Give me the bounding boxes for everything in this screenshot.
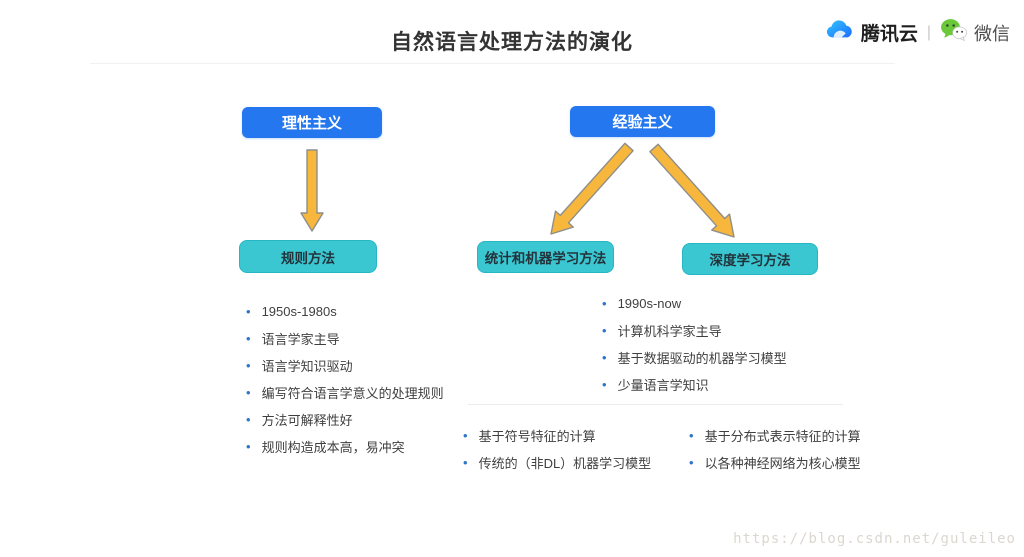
brand-separator: | <box>926 23 931 41</box>
empiricism-sublist-divider <box>468 404 843 405</box>
list-item: • 语言学家主导 <box>246 325 444 352</box>
wechat-icon <box>940 18 968 47</box>
list-item: • 语言学知识驱动 <box>246 352 444 379</box>
tencent-cloud-icon <box>823 18 855 47</box>
list-item-text: 1990s-now <box>617 296 682 311</box>
node-empiricism-label: 经验主义 <box>612 114 673 131</box>
bullet-icon: • <box>602 323 607 338</box>
bullet-icon: • <box>246 385 251 400</box>
bullet-icon: • <box>246 412 251 427</box>
bullet-icon: • <box>689 428 694 443</box>
watermark-url: https://blog.csdn.net/guleileo <box>733 531 1016 547</box>
list-item: • 1990s-now <box>602 290 787 317</box>
list-item: • 1950s-1980s <box>246 298 444 325</box>
list-item-text: 语言学家主导 <box>261 332 340 347</box>
list-item-text: 传统的（非DL）机器学习模型 <box>478 456 652 471</box>
list-item-text: 计算机科学家主导 <box>617 324 722 339</box>
list-item: • 以各种神经网络为核心模型 <box>689 449 861 476</box>
wechat-label: 微信 <box>974 23 1010 44</box>
bullet-icon: • <box>463 428 468 443</box>
list-item: • 规则构造成本高，易冲突 <box>246 433 444 460</box>
bullet-icon: • <box>246 304 251 319</box>
list-item-text: 少量语言学知识 <box>617 378 709 393</box>
list-item: • 基于数据驱动的机器学习模型 <box>602 344 787 371</box>
bullet-icon: • <box>246 331 251 346</box>
node-empiricism: 经验主义 <box>570 106 715 137</box>
node-rule-method-label: 规则方法 <box>281 250 335 266</box>
header-divider <box>90 63 895 64</box>
list-item-text: 方法可解释性好 <box>261 413 353 428</box>
bullet-icon: • <box>602 296 607 311</box>
list-item: • 方法可解释性好 <box>246 406 444 433</box>
list-item: • 传统的（非DL）机器学习模型 <box>463 449 651 476</box>
list-item-text: 基于符号特征的计算 <box>478 429 596 444</box>
list-item-text: 规则构造成本高，易冲突 <box>261 440 405 455</box>
statistical-ml-list: • 基于符号特征的计算 • 传统的（非DL）机器学习模型 <box>463 422 651 476</box>
list-item-text: 语言学知识驱动 <box>261 359 353 374</box>
list-item-text: 基于分布式表示特征的计算 <box>704 429 861 444</box>
node-rationalism-label: 理性主义 <box>281 115 342 132</box>
list-item: • 少量语言学知识 <box>602 371 787 398</box>
bullet-icon: • <box>463 455 468 470</box>
page-title: 自然语言处理方法的演化 <box>391 31 633 54</box>
list-item-text: 1950s-1980s <box>261 304 337 319</box>
list-item-text: 基于数据驱动的机器学习模型 <box>617 351 787 366</box>
rule-method-list: • 1950s-1980s • 语言学家主导 • 语言学知识驱动 • 编写符合语言学意义… <box>246 298 444 460</box>
bullet-icon: • <box>602 377 607 392</box>
bullet-icon: • <box>602 350 607 365</box>
tencent-cloud-label: 腾讯云 <box>860 24 918 45</box>
empiricism-common-list: • 1990s-now • 计算机科学家主导 • 基于数据驱动的机器学习模型 • 少量语… <box>602 290 787 398</box>
brand-logos: 腾讯云 | 微信 <box>823 18 1010 47</box>
list-item: • 计算机科学家主导 <box>602 317 787 344</box>
arrow-down-icon <box>300 149 324 232</box>
bullet-icon: • <box>246 439 251 454</box>
bullet-icon: • <box>246 358 251 373</box>
arrow-diagonal-right-icon <box>649 143 735 238</box>
list-item-text: 以各种神经网络为核心模型 <box>704 456 861 471</box>
list-item: • 基于符号特征的计算 <box>463 422 651 449</box>
bullet-icon: • <box>689 455 694 470</box>
node-statistical-ml-method-label: 统计和机器学习方法 <box>484 251 607 266</box>
node-deep-learning-method: 深度学习方法 <box>682 243 818 275</box>
list-item: • 编写符合语言学意义的处理规则 <box>246 379 444 406</box>
node-deep-learning-method-label: 深度学习方法 <box>709 253 791 268</box>
node-rule-method: 规则方法 <box>239 240 377 273</box>
arrow-diagonal-left-icon <box>550 142 634 235</box>
list-item: • 基于分布式表示特征的计算 <box>689 422 861 449</box>
node-rationalism: 理性主义 <box>242 107 382 138</box>
list-item-text: 编写符合语言学意义的处理规则 <box>261 386 444 401</box>
node-statistical-ml-method: 统计和机器学习方法 <box>477 241 614 273</box>
deep-learning-list: • 基于分布式表示特征的计算 • 以各种神经网络为核心模型 <box>689 422 861 476</box>
